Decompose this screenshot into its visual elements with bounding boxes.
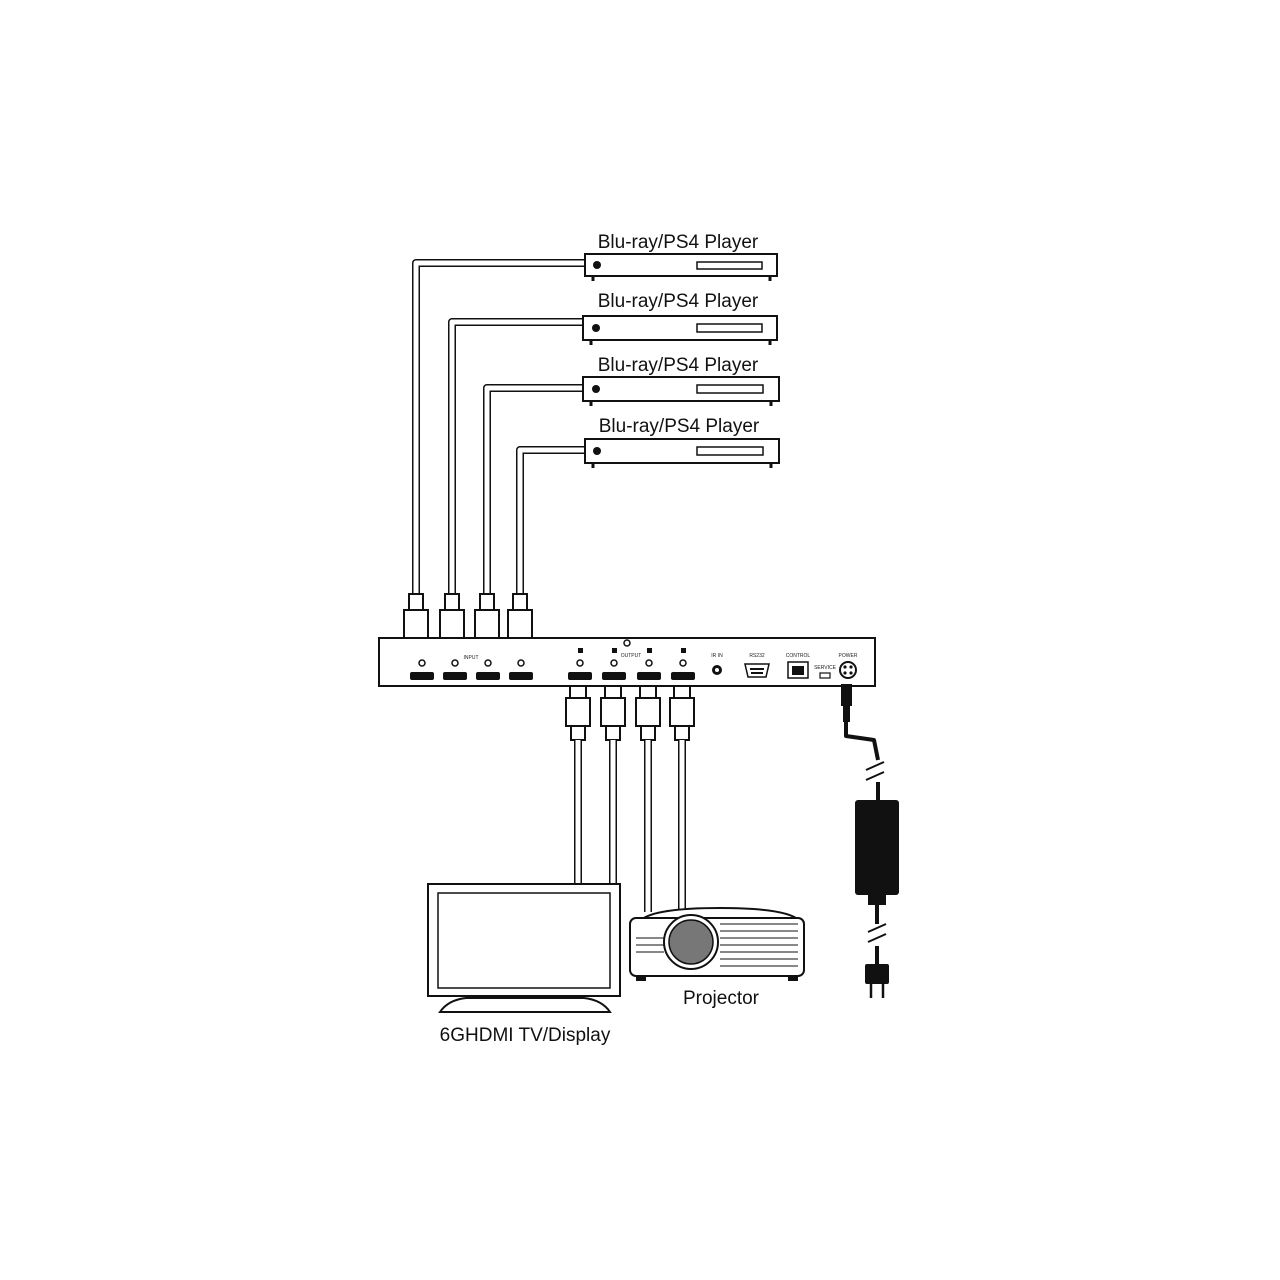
rs232-label: RS232	[749, 653, 765, 659]
power-plug-icon	[865, 964, 889, 984]
power-adapter-icon	[855, 800, 899, 895]
hdmi-port-icon	[637, 672, 661, 680]
service-port: SERVICE	[814, 665, 837, 679]
hdmi-port-icon	[443, 672, 467, 680]
power-port: POWER	[839, 653, 858, 679]
ir-in-port: IR IN	[711, 653, 723, 675]
tv-label: 6GHDMI TV/Display	[440, 1025, 611, 1046]
hdmi-port-icon	[476, 672, 500, 680]
output-ports: OUTPUT	[568, 648, 695, 680]
ground-screw-icon	[623, 639, 631, 647]
output-hdmi-plugs	[565, 685, 695, 741]
input-ports: INPUT	[410, 655, 533, 680]
output-label: OUTPUT	[621, 653, 642, 659]
player-device-1: Blu-ray/PS4 Player	[584, 232, 778, 281]
hdmi-port-icon	[602, 672, 626, 680]
service-label: SERVICE	[814, 665, 837, 671]
player-label: Blu-ray/PS4 Player	[599, 416, 760, 437]
tv-stand	[438, 997, 612, 1013]
projector-label: Projector	[683, 988, 760, 1009]
input-hdmi-plugs	[403, 593, 533, 653]
disc-tray-icon	[696, 261, 763, 270]
player-device-2: Blu-ray/PS4 Player	[582, 291, 778, 345]
power-label: POWER	[839, 653, 858, 659]
hdmi-port-icon	[410, 672, 434, 680]
control-port: CONTROL	[786, 653, 811, 679]
hdmi-port-icon	[509, 672, 533, 680]
projector: Projector	[629, 906, 805, 1009]
power-led-icon	[592, 385, 600, 393]
lens-icon	[668, 919, 714, 965]
disc-tray-icon	[696, 323, 763, 333]
player-label: Blu-ray/PS4 Player	[598, 355, 759, 376]
disc-tray-icon	[696, 384, 764, 394]
input-cables	[412, 259, 585, 598]
player-label: Blu-ray/PS4 Player	[598, 291, 759, 312]
player-device-4: Blu-ray/PS4 Player	[584, 416, 780, 468]
power-supply	[841, 684, 899, 998]
ir-in-label: IR IN	[711, 653, 723, 659]
rs232-port: RS232	[744, 653, 770, 678]
player-device-3: Blu-ray/PS4 Player	[582, 355, 780, 406]
control-label: CONTROL	[786, 653, 811, 659]
hdmi-port-icon	[568, 672, 592, 680]
power-led-icon	[593, 447, 601, 455]
player-label: Blu-ray/PS4 Player	[598, 232, 759, 253]
hdmi-port-icon	[671, 672, 695, 680]
hdmi-matrix-switch: INPUT OUTPUT IR	[378, 637, 876, 687]
power-led-icon	[593, 261, 601, 269]
screen	[437, 892, 611, 989]
input-label: INPUT	[464, 655, 479, 661]
output-cables	[574, 740, 686, 912]
tv-display: 6GHDMI TV/Display	[427, 883, 621, 1046]
power-led-icon	[592, 324, 600, 332]
disc-tray-icon	[696, 446, 764, 456]
